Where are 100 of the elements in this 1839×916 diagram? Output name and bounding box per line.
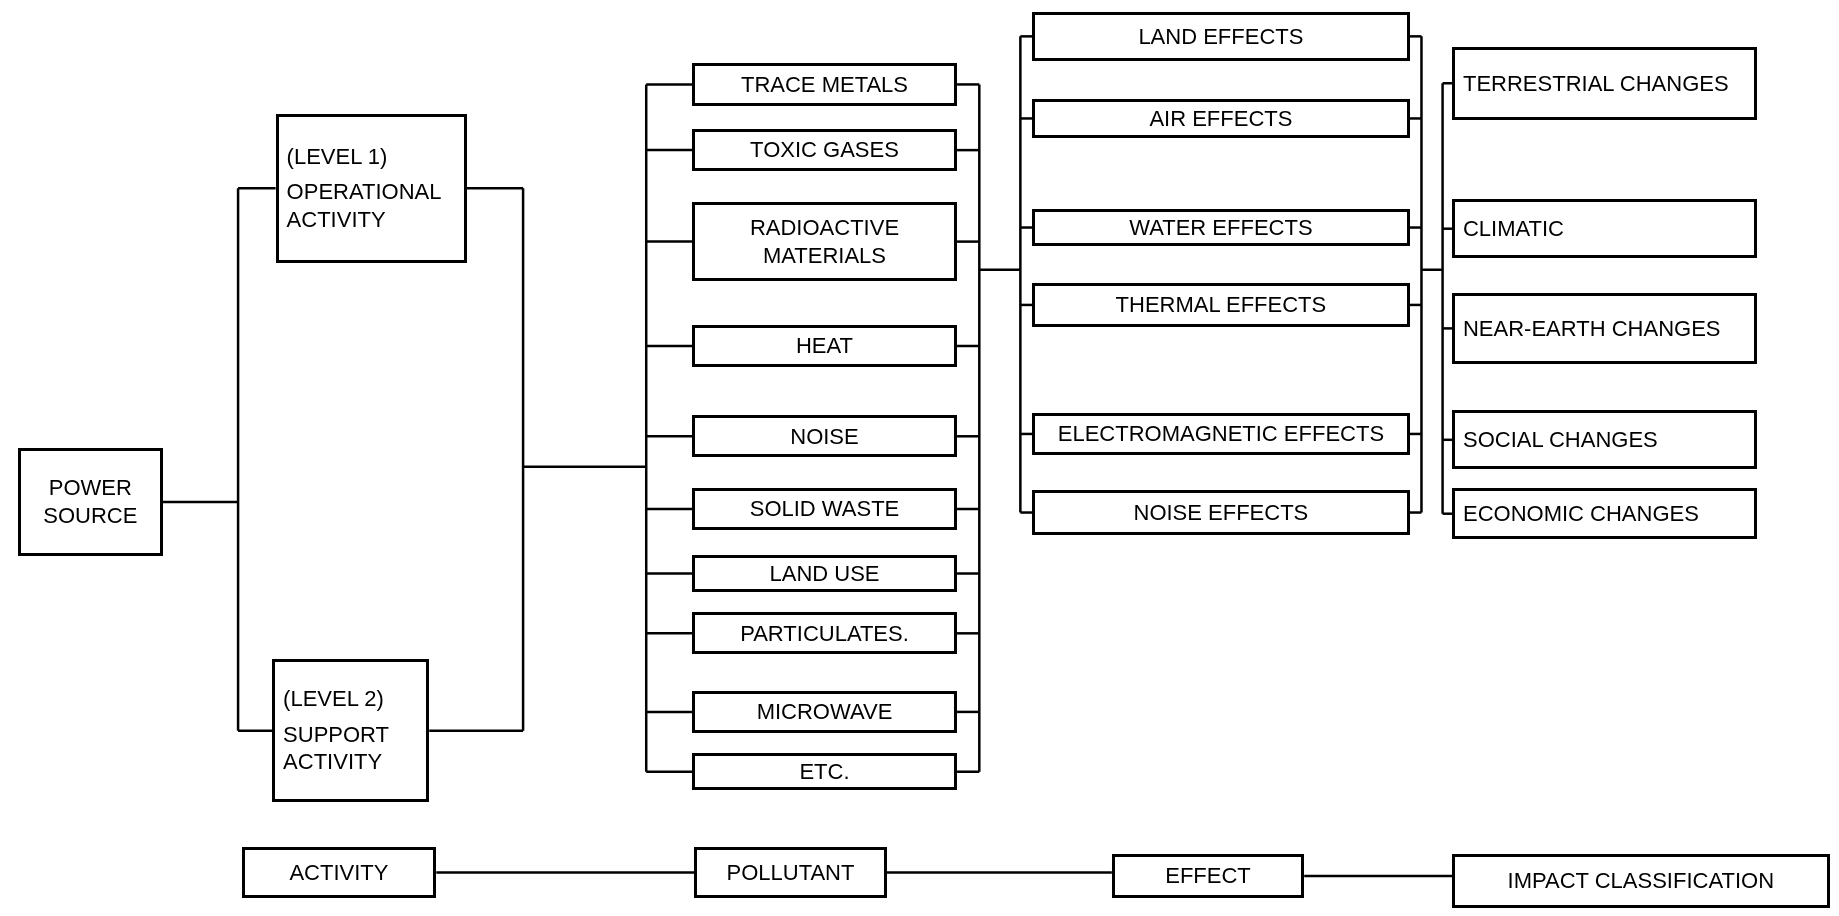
connector-line <box>238 729 273 732</box>
process-box <box>691 554 957 593</box>
process-box <box>691 415 957 458</box>
connector-line <box>1409 226 1422 229</box>
box-label: (LEVEL 1) <box>286 142 388 171</box>
process-box <box>691 487 957 531</box>
process-box <box>691 201 957 282</box>
connector-line <box>646 507 692 511</box>
process-box <box>1032 208 1410 247</box>
connector-line <box>1020 117 1033 120</box>
connector-line <box>1409 117 1422 120</box>
connector-line <box>646 240 692 243</box>
box-label: ACTIVITY <box>289 858 389 887</box>
process-box <box>1451 46 1757 120</box>
connector-line <box>957 240 980 243</box>
connector-line <box>1409 511 1422 514</box>
process-box <box>1032 490 1410 535</box>
process-box <box>691 63 957 106</box>
process-box <box>1032 412 1410 456</box>
process-box <box>1032 11 1410 61</box>
box-label: TRACE METALS <box>740 70 908 99</box>
process-box <box>1451 293 1757 364</box>
connector-line <box>466 187 524 190</box>
connector-line <box>646 435 692 438</box>
connector-line <box>1420 35 1444 515</box>
process-box <box>1451 487 1757 540</box>
connector-line <box>886 871 1112 874</box>
connector-line <box>236 188 240 731</box>
connector-line <box>1020 511 1033 514</box>
process-box <box>691 612 957 655</box>
process-box <box>1032 98 1410 139</box>
connector-line <box>646 710 692 714</box>
box-label: CLIMATIC <box>1462 214 1564 243</box>
process-box <box>1111 853 1305 899</box>
box-label: PARTICULATES. <box>740 619 909 648</box>
box-label: NEAR-EARTH CHANGES <box>1462 314 1721 343</box>
connector-line <box>957 148 980 152</box>
process-box <box>272 659 430 803</box>
connector-line <box>1442 227 1452 230</box>
box-label: TERRESTRIAL CHANGES <box>1462 69 1729 97</box>
connector-line <box>957 632 980 635</box>
process-box <box>691 129 957 172</box>
process-box <box>241 846 437 899</box>
connector-line <box>436 871 695 874</box>
connector-line <box>238 187 276 190</box>
connector-line <box>646 344 692 348</box>
connector-line <box>978 35 1022 773</box>
box-label: IMPACT CLASSIFICATION <box>1507 867 1774 895</box>
connector-line <box>646 148 692 152</box>
connector-line <box>646 632 692 635</box>
connector-line <box>957 507 980 511</box>
process-box <box>1451 410 1757 470</box>
connector-line <box>521 83 648 773</box>
box-label: TOXIC GASES <box>750 136 899 164</box>
box-label: SUPPORT ACTIVITY <box>283 720 390 776</box>
process-box <box>1451 199 1757 258</box>
process-box <box>275 113 467 263</box>
box-label: HEAT <box>795 332 853 360</box>
connector-line <box>957 710 980 714</box>
connector-line <box>957 83 980 86</box>
process-box <box>1451 853 1830 908</box>
box-label: RADIOACTIVE MATERIALS <box>748 214 901 270</box>
connector-line <box>646 572 692 575</box>
box-label: ETC. <box>799 757 850 786</box>
connector-line <box>1442 512 1452 515</box>
process-box <box>691 752 957 791</box>
connector-line <box>646 770 692 773</box>
box-label: OPERATIONAL ACTIVITY <box>286 178 442 234</box>
process-box <box>17 448 163 556</box>
box-label: POWER SOURCE <box>42 474 139 530</box>
box-label: NOISE <box>790 422 859 451</box>
connector-line <box>646 83 692 86</box>
connector-line <box>1442 327 1452 330</box>
process-box <box>1032 282 1410 328</box>
box-label: LAND EFFECTS <box>1138 22 1304 51</box>
connector-line <box>1304 874 1452 878</box>
box-label: WATER EFFECTS <box>1129 213 1313 242</box>
box-label: AIR EFFECTS <box>1149 104 1293 133</box>
box-label: SOLID WASTE <box>749 495 900 523</box>
box-label: (LEVEL 2) <box>283 685 384 713</box>
connector-line <box>957 572 980 575</box>
connector-line <box>163 500 239 504</box>
connector-line <box>1020 226 1033 229</box>
box-label: EFFECT <box>1165 862 1251 890</box>
box-label: SOCIAL CHANGES <box>1462 426 1658 454</box>
process-box <box>691 690 957 733</box>
connector-line <box>1020 35 1033 38</box>
connector-line <box>1409 35 1422 38</box>
box-label: ELECTROMAGNETIC EFFECTS <box>1057 420 1385 448</box>
box-label: NOISE EFFECTS <box>1133 498 1309 527</box>
process-box <box>694 846 887 899</box>
connector-line <box>957 435 980 438</box>
box-label: MICROWAVE <box>756 698 893 726</box>
box-label: LAND USE <box>769 559 880 588</box>
box-label: THERMAL EFFECTS <box>1115 291 1327 319</box>
connector-line <box>429 729 524 732</box>
box-label: ECONOMIC CHANGES <box>1462 499 1699 528</box>
box-label: POLLUTANT <box>726 858 855 887</box>
connector-line <box>957 770 980 773</box>
connector-line <box>1442 82 1452 85</box>
